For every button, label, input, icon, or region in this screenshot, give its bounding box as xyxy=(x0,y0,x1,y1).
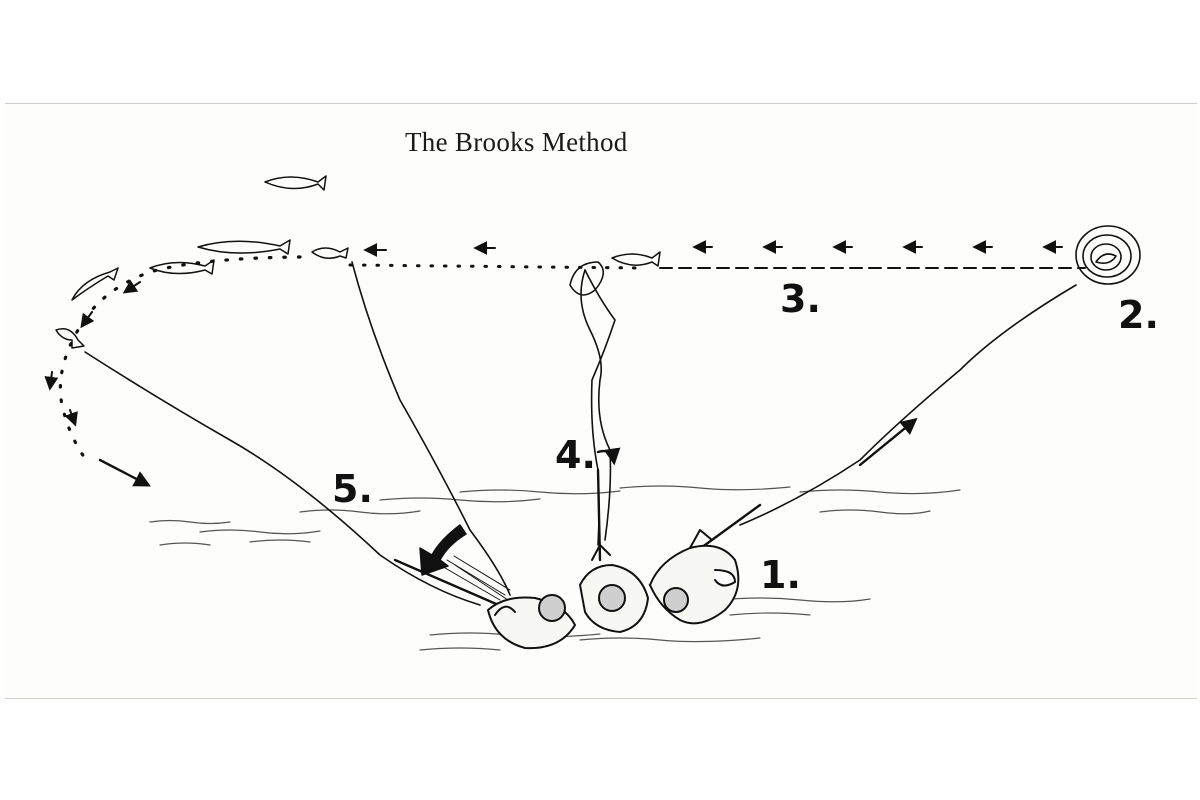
big-sweep-arrow xyxy=(419,524,467,576)
diagram-title: The Brooks Method xyxy=(405,127,628,157)
motion-arrows xyxy=(98,417,918,487)
angler-figures xyxy=(487,529,740,650)
step-label-5: 5. xyxy=(332,467,373,511)
angler-3 xyxy=(487,594,576,650)
fishing-lines xyxy=(84,261,1077,606)
step-label-1: 1. xyxy=(760,553,801,597)
step-label-2: 2. xyxy=(1118,293,1159,337)
direction-arrows xyxy=(44,240,1063,427)
angler-2 xyxy=(579,544,649,633)
jumping-fish xyxy=(55,175,661,349)
hooked-fish-ripples xyxy=(1075,225,1141,285)
sweep-motion-lines xyxy=(439,555,511,601)
angler-1 xyxy=(649,529,740,625)
step-label-3: 3. xyxy=(780,277,821,321)
water-lines xyxy=(149,485,961,651)
step-label-4: 4. xyxy=(555,433,596,477)
